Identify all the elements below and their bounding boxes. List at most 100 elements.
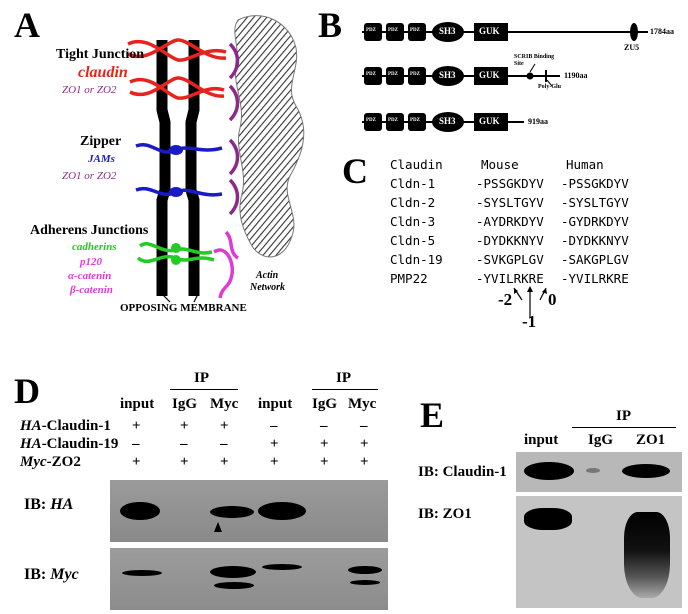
sign-r1-l1: + [132,418,141,434]
band-d-ha-3 [210,506,254,518]
ib-ha-label: IB: HA [24,496,73,514]
pdz-label-1: PDZ [366,28,376,33]
pdz-label-6: PDZ [410,72,420,77]
blot-e-claudin1 [516,452,682,492]
ib-ha-tag: HA [50,496,74,513]
pdz-label-4: PDZ [366,72,376,77]
band-e-c1-1 [524,462,574,480]
ib-myc-tag: Myc [50,566,79,583]
sign-r3-l5: + [320,454,329,470]
sign-r3-l6: + [360,454,369,470]
seq-mouse-6: -YVILRKRE [476,271,544,286]
tight-junction-label: Tight Junction [56,47,145,62]
seq-mouse-4: -DYDKKNYV [476,233,544,248]
lane-myc-1: Myc [210,396,239,412]
lane-e-zo1: ZO1 [636,432,666,448]
ib-claudin1-label: IB: Claudin-1 [418,464,507,480]
scrib-site-label: Site [514,61,524,67]
row-claudin19-text: -Claudin-19 [41,436,119,452]
sh3-label-1: SH3 [439,26,456,36]
row-zo2-label: Myc-ZO2 [20,454,81,471]
sign-r2-l5: + [320,436,329,452]
blot-e-zo1 [516,496,682,608]
lane-myc-2: Myc [348,396,377,412]
network-label: Network [250,282,285,293]
lane-input-1: input [120,396,155,412]
sign-r1-l3: + [220,418,229,434]
lane-igg-1: IgG [172,396,198,412]
sign-r2-l6: + [360,436,369,452]
band-d-myc-6a [348,566,382,574]
band-e-zo1-smear [624,512,670,598]
zo1-zo2-top-label: ZO1 or ZO2 [62,84,117,96]
panel-c-letter: C [342,151,368,191]
lane-e-input: input [524,432,559,448]
claudin-header: Claudin [390,157,443,172]
seq-human-1: -PSSGKDYV [561,176,629,191]
blot-d-myc [110,548,388,610]
row-claudin19-tag: HA [20,436,42,452]
blot-d-ha [110,480,388,542]
adherens-junctions-label: Adherens Junctions [30,223,149,238]
band-e-zo1-1 [524,508,572,530]
claudin-shapes [127,38,227,100]
ip-label-d1: IP [194,370,209,386]
pdz-label-5: PDZ [388,72,398,77]
scrib-binding-label: SCRIB Binding [514,54,555,60]
guk-label-3: GUK [479,116,500,126]
human-header: Human [566,157,604,172]
seq-name-2: Cldn-2 [390,195,436,210]
ib-myc-label: IB: Myc [24,566,79,584]
ip-bracket-e [572,427,676,428]
p120-label: p120 [80,256,102,268]
len-919: 919aa [528,117,548,126]
beta-catenin-label: β-catenin [70,284,113,296]
band-d-myc-3b [214,582,254,589]
seq-human-5: -SAKGPLGV [561,252,629,267]
band-d-ha-1 [120,502,160,520]
lane-igg-2: IgG [312,396,338,412]
seq-human-3: -GYDRKDYV [561,214,629,229]
panel-a-letter: A [14,5,40,45]
panel-b-letter: B [318,5,343,45]
pdz-label-9: PDZ [410,118,420,123]
ip-bracket-d2 [312,389,378,390]
pdz-label-7: PDZ [366,118,376,123]
guk-label-1: GUK [479,26,500,36]
seq-mouse-2: -SYSLTGYV [476,195,544,210]
position-zero: 0 [548,290,557,309]
seq-name-1: Cldn-1 [390,176,436,191]
ib-zo1-label: IB: ZO1 [418,506,472,522]
seq-human-2: -SYSLTGYV [561,195,629,210]
row-claudin19-label: HA-Claudin-19 [20,436,118,453]
sign-r2-l3: – [220,436,228,452]
zipper-label: Zipper [80,134,122,149]
mouse-header: Mouse [481,157,519,172]
ip-label-d2: IP [336,370,351,386]
pdz-label-2: PDZ [388,28,398,33]
row-zo2-tag: Myc [20,454,47,470]
sign-r2-l1: – [132,436,140,452]
band-d-myc-6b [350,580,380,585]
alpha-catenin-label: α-catenin [68,270,112,282]
arrowhead-icon [214,522,222,532]
panel-d-letter: D [14,371,40,411]
zo1-zo2-mid-label: ZO1 or ZO2 [62,170,117,182]
cadherins-label: cadherins [72,241,117,253]
seq-mouse-5: -SVKGPLGV [476,252,544,267]
sign-r3-l2: + [180,454,189,470]
pdz-label-3: PDZ [410,28,420,33]
jams-label: JAMs [88,153,115,165]
sign-r1-l4: – [270,418,278,434]
pdz-label-8: PDZ [388,118,398,123]
membrane-left [156,40,171,296]
row-claudin1-label: HA-Claudin-1 [20,418,111,435]
band-d-myc-4 [262,564,302,570]
seq-name-6: PMP22 [390,271,428,286]
position-minus2: -2 [498,290,513,309]
ib-myc-prefix: IB: [24,566,51,583]
guk-label-2: GUK [479,70,500,80]
